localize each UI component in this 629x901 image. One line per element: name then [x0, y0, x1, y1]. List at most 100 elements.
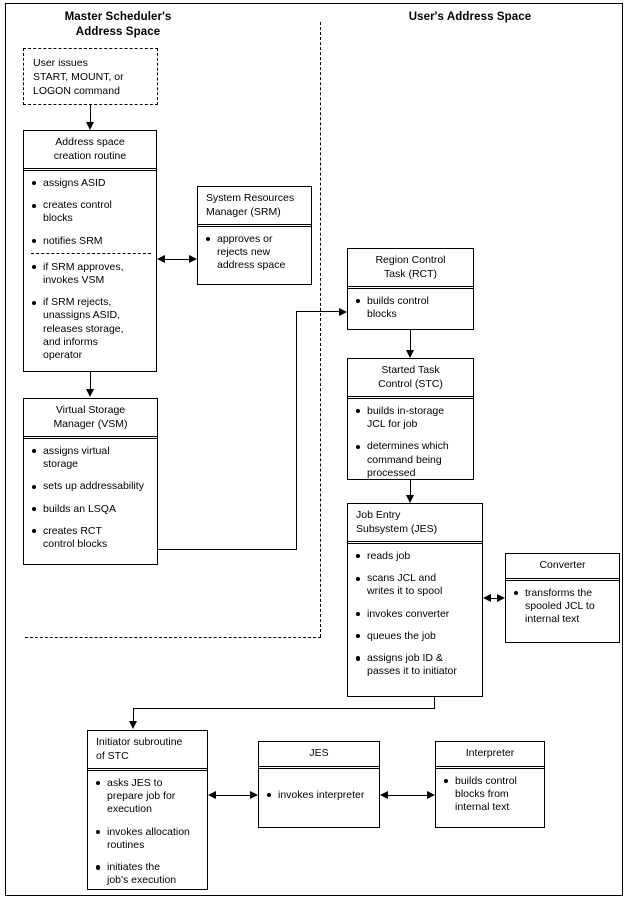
arrowhead-stc-top — [405, 350, 414, 358]
list-item: invokes interpreter — [266, 789, 374, 802]
address-space-divider-upper — [320, 22, 321, 637]
list-item-text: invokes interpreter — [278, 788, 365, 801]
list-item-text: assigns job ID &passes it to initiator — [367, 652, 457, 678]
connector-vsm-rct-h1 — [158, 549, 297, 551]
connector-vsm-rct-h2 — [296, 311, 340, 313]
bullet-icon — [356, 634, 361, 639]
bullet-icon — [32, 181, 37, 186]
interpreter-title: Interpreter — [436, 742, 544, 766]
initiator-title-line2: of STC — [96, 749, 129, 762]
jes-main-title: Job Entry Subsystem (JES) — [348, 504, 482, 541]
list-item: assigns job ID &passes it to initiator — [355, 652, 477, 678]
bullet-icon — [96, 865, 101, 870]
connector-jes-initiator-v2 — [133, 708, 135, 722]
vsm-title: Virtual Storage Manager (VSM) — [24, 399, 157, 436]
list-item-text: queues the job — [367, 629, 436, 642]
arrowhead-vsm-top — [85, 389, 94, 397]
arrowhead-initiator-right — [208, 791, 216, 800]
bullet-icon — [32, 529, 37, 534]
user-issues-box: User issues START, MOUNT, or LOGON comma… — [23, 48, 158, 105]
heading-master-scheduler-line1: Master Scheduler's — [64, 11, 172, 23]
jes-bottom-title: JES — [259, 742, 379, 766]
jes-main-rule — [348, 541, 482, 544]
bullet-icon — [32, 265, 37, 270]
jes-main-title-line2: Subsystem (JES) — [356, 522, 438, 535]
vsm-title-line1: Virtual Storage — [55, 404, 126, 416]
jes-bottom-body: invokes interpreter — [259, 769, 379, 808]
bullet-icon — [206, 237, 211, 242]
list-item-text: if SRM approves,invokes VSM — [43, 260, 124, 287]
bullet-icon — [356, 409, 361, 414]
bullet-icon — [32, 203, 37, 208]
rct-title-line1: Region Control — [375, 254, 446, 266]
rct-title: Region Control Task (RCT) — [348, 249, 473, 286]
jes-main-title-line1: Job Entry — [356, 509, 401, 521]
diagram-outer-frame — [5, 3, 623, 896]
bullet-icon — [32, 449, 37, 454]
connector-rct-stc — [409, 330, 411, 350]
jes-bottom-title-line1: JES — [309, 747, 329, 759]
list-item: notifies SRM — [31, 235, 151, 248]
srm-title-line1: System Resources — [206, 192, 295, 204]
list-item: invokes converter — [355, 608, 477, 621]
converter-rule — [506, 577, 619, 581]
address-space-creation-box: Address space creation routine assigns A… — [23, 130, 157, 372]
list-item-text: sets up addressability — [43, 480, 144, 493]
connector-userissues-addressspace — [89, 105, 91, 123]
jes-bottom-rule — [259, 765, 379, 769]
bullet-icon — [356, 444, 361, 449]
arrowhead-rct-left — [339, 307, 347, 316]
list-item: builds an LSQA — [31, 503, 152, 516]
bullet-icon — [356, 656, 361, 661]
rct-rule — [348, 286, 473, 289]
connector-jesbottom-interpreter — [388, 795, 427, 797]
stc-rule — [348, 396, 473, 399]
bullet-icon — [356, 299, 361, 304]
user-issues-line2: START, MOUNT, or — [33, 71, 124, 83]
srm-title-line2: Manager (SRM) — [206, 205, 281, 218]
converter-title-line1: Converter — [539, 559, 586, 571]
initiator-title: Initiator subroutine of STC — [88, 731, 207, 768]
arrowhead-jesbottom-right — [380, 791, 388, 800]
list-item: assigns ASID — [31, 177, 151, 190]
bullet-icon — [444, 778, 449, 783]
bullet-icon — [356, 554, 361, 559]
srm-box: System Resources Manager (SRM) approves … — [197, 186, 312, 285]
heading-master-scheduler-line2: Address Space — [75, 26, 161, 38]
address-space-creation-title: Address space creation routine — [24, 131, 156, 168]
stc-title-line1: Started Task — [381, 364, 440, 376]
vsm-rule — [24, 436, 157, 439]
address-space-creation-title-line2: creation routine — [53, 149, 127, 162]
arrowhead-jesbottom-left — [250, 791, 258, 800]
list-item-text: reads job — [367, 550, 411, 562]
jes-main-box: Job Entry Subsystem (JES) reads job scan… — [347, 503, 483, 697]
vsm-box: Virtual Storage Manager (VSM) assigns vi… — [23, 398, 158, 565]
